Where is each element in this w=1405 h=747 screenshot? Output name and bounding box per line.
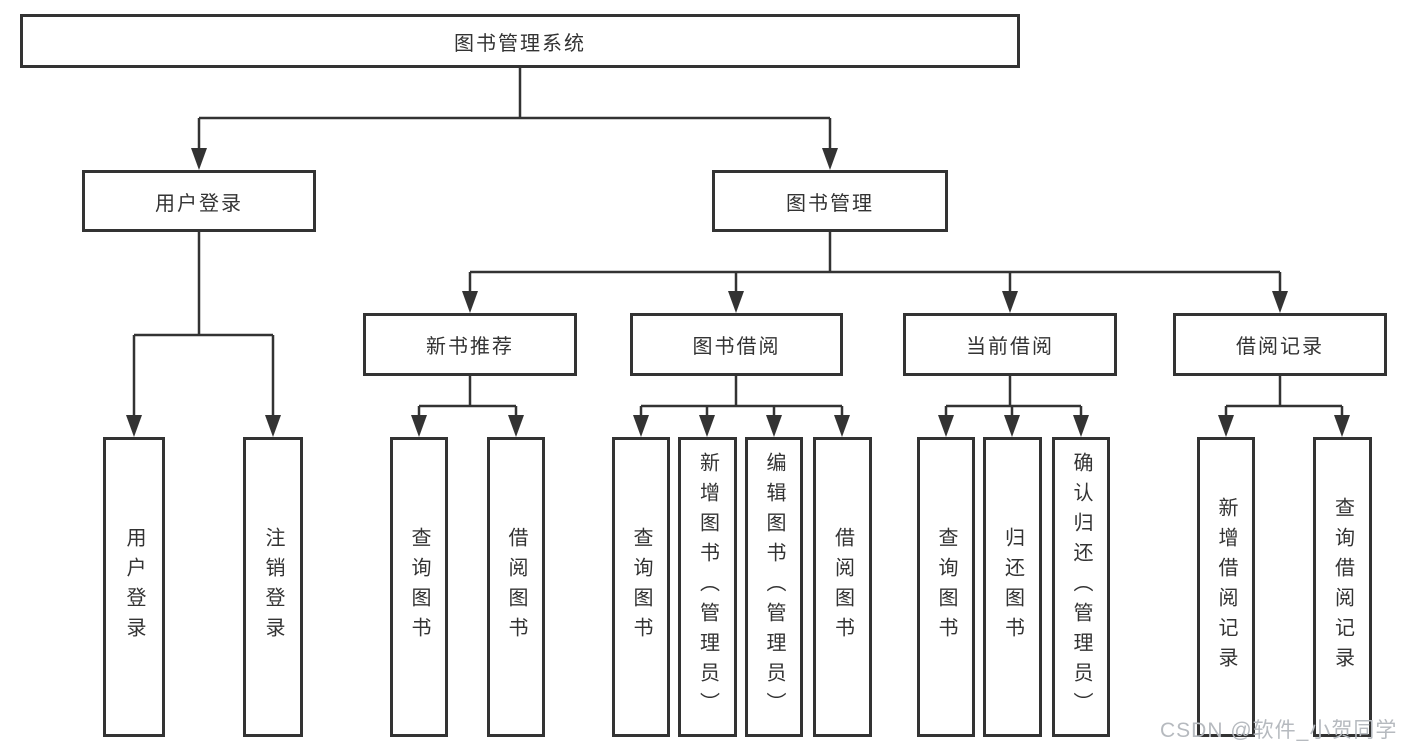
leaf-label: 查询图书 <box>630 527 652 647</box>
node-book-borrow: 图书借阅 <box>630 313 843 376</box>
leaf-user-login: 用户登录 <box>103 437 165 737</box>
node-book-management: 图书管理 <box>712 170 948 232</box>
leaf-edit-books-admin: 编辑图书（管理员） <box>745 437 803 737</box>
leaf-label: 借阅图书 <box>831 527 854 647</box>
node-borrow-records: 借阅记录 <box>1173 313 1387 376</box>
leaf-label: 查询图书 <box>935 527 957 647</box>
node-new-book-recommend: 新书推荐 <box>363 313 577 376</box>
node-label: 当前借阅 <box>966 336 1054 358</box>
node-label: 借阅记录 <box>1236 336 1324 358</box>
leaf-borrow-books-1: 借阅图书 <box>487 437 545 737</box>
leaf-label: 归还图书 <box>1001 527 1024 647</box>
node-label: 新书推荐 <box>426 336 514 358</box>
leaf-label: 确认归还（管理员） <box>1070 452 1092 722</box>
node-label: 图书管理 <box>786 192 874 215</box>
node-user-login: 用户登录 <box>82 170 316 232</box>
node-label: 图书借阅 <box>692 336 781 358</box>
node-label: 用户登录 <box>155 192 243 215</box>
node-current-borrow: 当前借阅 <box>903 313 1117 376</box>
leaf-label: 借阅图书 <box>505 527 527 647</box>
leaf-label: 用户登录 <box>123 527 145 647</box>
leaf-logout: 注销登录 <box>243 437 303 737</box>
leaf-query-borrow-record: 查询借阅记录 <box>1313 437 1372 737</box>
leaf-query-books-3: 查询图书 <box>917 437 975 737</box>
node-root-system: 图书管理系统 <box>20 14 1020 68</box>
leaf-label: 查询图书 <box>408 527 430 647</box>
leaf-return-books: 归还图书 <box>983 437 1042 737</box>
node-label: 图书管理系统 <box>454 32 586 55</box>
leaf-label: 编辑图书（管理员） <box>763 452 785 722</box>
leaf-label: 新增图书（管理员） <box>696 452 719 722</box>
leaf-add-books-admin: 新增图书（管理员） <box>678 437 737 737</box>
leaf-add-borrow-record: 新增借阅记录 <box>1197 437 1255 737</box>
leaf-confirm-return-admin: 确认归还（管理员） <box>1052 437 1110 737</box>
leaf-label: 注销登录 <box>262 527 284 647</box>
csdn-watermark: CSDN @软件_小贺同学 <box>1160 719 1398 742</box>
leaf-label: 查询借阅记录 <box>1331 497 1354 677</box>
leaf-query-books-1: 查询图书 <box>390 437 448 737</box>
leaf-label: 新增借阅记录 <box>1215 497 1237 677</box>
leaf-borrow-books-2: 借阅图书 <box>813 437 872 737</box>
leaf-query-books-2: 查询图书 <box>612 437 670 737</box>
